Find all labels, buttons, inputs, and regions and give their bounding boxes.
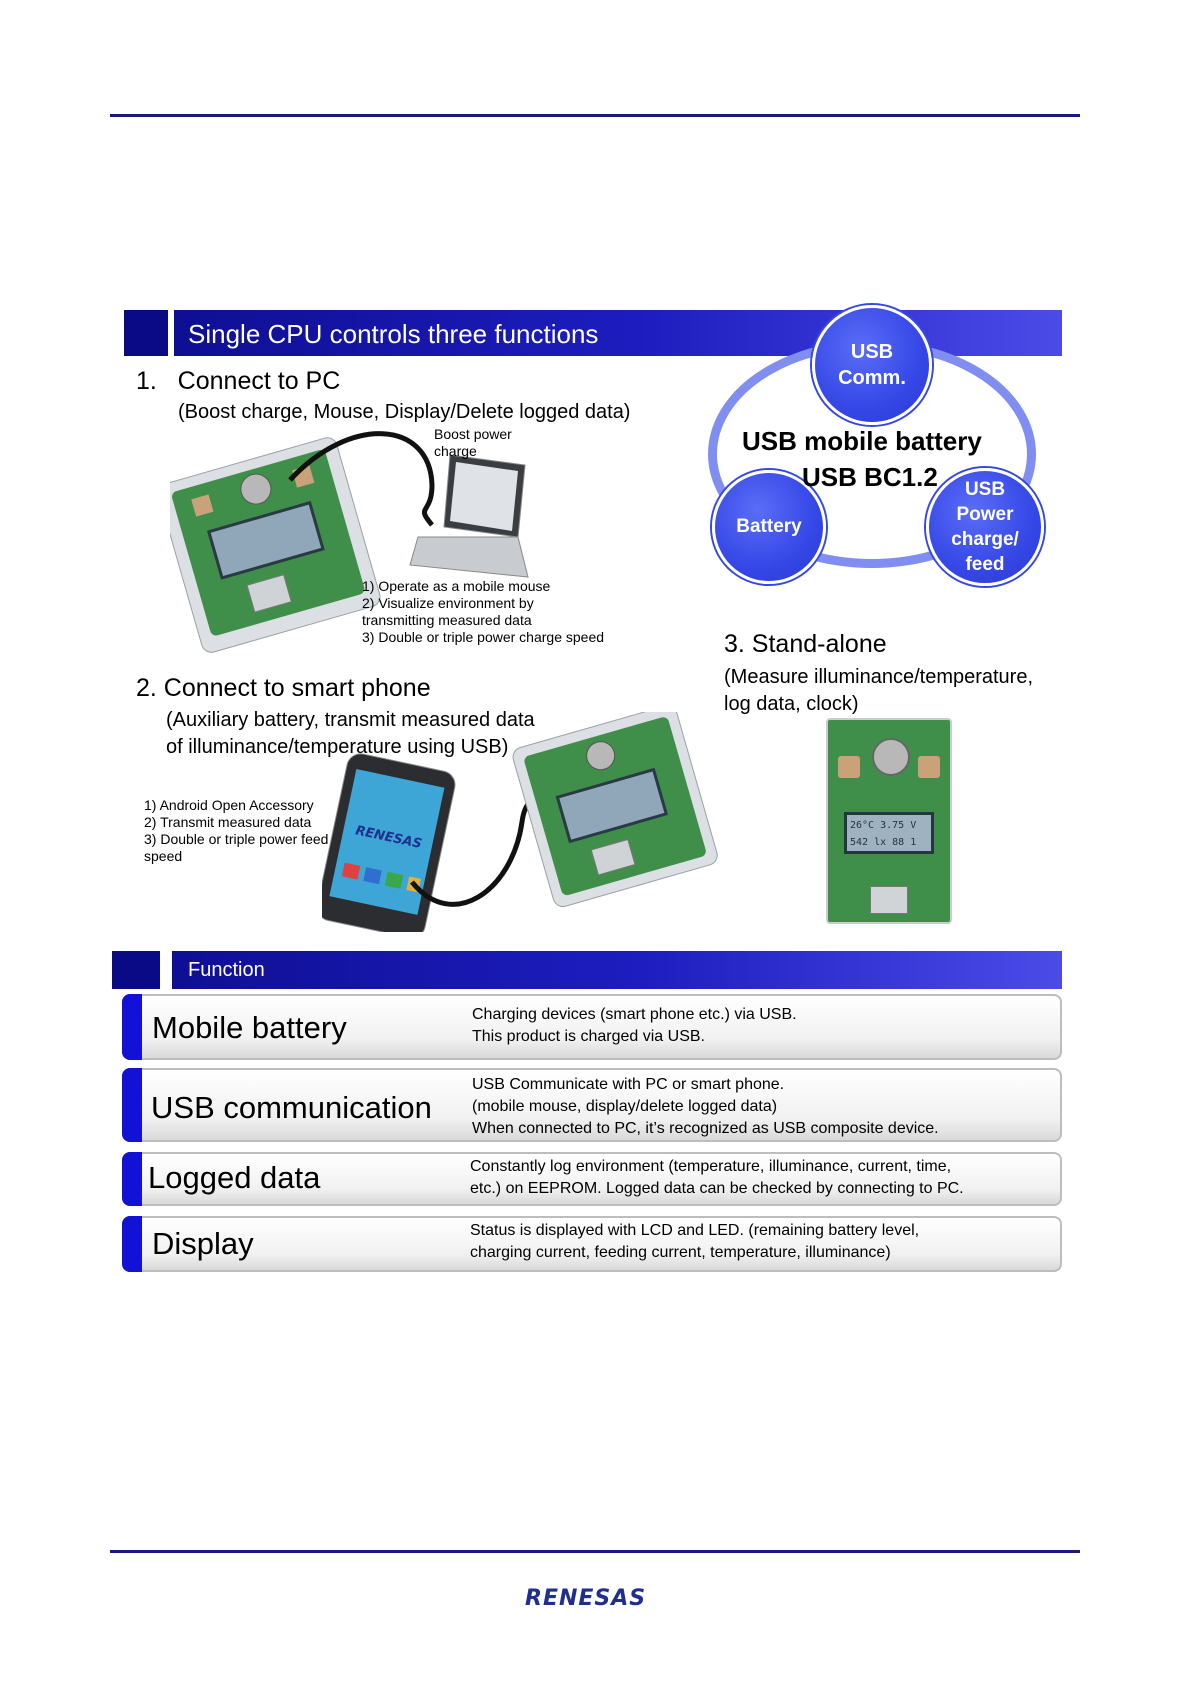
footer-rule: [110, 1550, 1080, 1553]
pc-connection-photo: [170, 431, 529, 653]
function-row-logged-data: Logged data Constantly log environment (…: [122, 1152, 1062, 1206]
pc-feature-notes: 1) Operate as a mobile mouse 2) Visualiz…: [362, 578, 605, 645]
diagram-center-label-2: USB BC1.2: [802, 462, 938, 492]
function-name: Display: [152, 1226, 254, 1261]
banner-gap: [168, 310, 174, 356]
function-name: Logged data: [148, 1160, 321, 1195]
standalone-subheading: (Measure illuminance/temperature, log da…: [724, 666, 1034, 715]
standalone-heading: 3. Stand-alone: [724, 630, 887, 658]
function-description: USB Communicate with PC or smart phone. …: [472, 1076, 939, 1137]
diagram-center-label-1: USB mobile battery: [742, 426, 982, 456]
function-row-usb-communication: USB communication USB Communicate with P…: [122, 1068, 1062, 1142]
banner-marker: [124, 310, 168, 356]
board-dial: [872, 738, 910, 776]
battery-node: Battery: [712, 470, 826, 584]
lcd-line-1: 26°C 3.75 V: [850, 820, 917, 831]
phone-connection-photo: RENESAS: [322, 712, 718, 932]
function-description: Charging devices (smart phone etc.) via …: [472, 1006, 797, 1045]
row-accent: [122, 1152, 142, 1206]
usb-power-node: USB Power charge/ feed: [926, 468, 1044, 586]
function-row-display: Display Status is displayed with LCD and…: [122, 1216, 1062, 1272]
renesas-logo: RENESAS: [525, 1586, 647, 1611]
banner-marker: [112, 951, 160, 989]
section-banner-function: Function: [112, 951, 1062, 989]
boost-power-label: Boost power charge: [434, 426, 512, 459]
board-button-left: [838, 756, 860, 778]
function-name: Mobile battery: [152, 1010, 347, 1045]
board-usb-port: [870, 886, 908, 914]
section-title: Single CPU controls three functions: [188, 319, 599, 349]
phone-feature-notes: 1) Android Open Accessory 2) Transmit me…: [144, 797, 329, 864]
laptop-image: [409, 454, 529, 578]
row-accent: [122, 994, 142, 1060]
row-accent: [122, 1216, 142, 1272]
phone-device-board-image: [512, 712, 718, 908]
phone-heading: 2. Connect to smart phone: [136, 674, 431, 702]
function-description: Status is displayed with LCD and LED. (r…: [470, 1222, 920, 1261]
board-button-right: [918, 756, 940, 778]
function-row-mobile-battery: Mobile battery Charging devices (smart p…: [122, 994, 1062, 1060]
lcd-line-2: 542 lx 88 1: [850, 837, 917, 848]
function-section-title: Function: [188, 959, 265, 981]
pc-heading: 1. Connect to PC: [136, 367, 341, 395]
usb-comm-node: USB Comm.: [812, 305, 932, 425]
usb-cable: [288, 431, 435, 527]
smartphone-image: RENESAS: [322, 753, 456, 932]
header-rule: [110, 114, 1080, 117]
banner-gap: [160, 951, 172, 989]
function-description: Constantly log environment (temperature,…: [470, 1158, 964, 1197]
row-accent: [122, 1068, 142, 1142]
board-lcd: 26°C 3.75 V 542 lx 88 1: [844, 812, 934, 854]
function-name: USB communication: [151, 1090, 432, 1125]
standalone-board-photo: 26°C 3.75 V 542 lx 88 1: [826, 718, 952, 924]
phone-subheading: (Auxiliary battery, transmit measured da…: [166, 709, 535, 758]
pc-subheading: (Boost charge, Mouse, Display/Delete log…: [178, 401, 631, 423]
device-board-image: [170, 437, 381, 653]
